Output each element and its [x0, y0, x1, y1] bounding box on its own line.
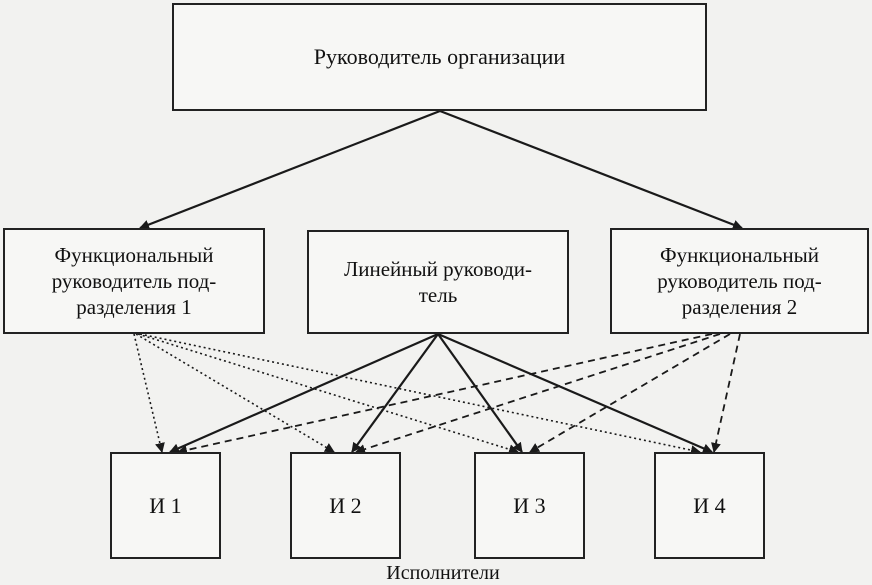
functional-manager-2-label: Функциональный руководитель под- разделе… [657, 242, 822, 320]
executor-3-label: И 3 [513, 492, 546, 518]
head-of-organization-label: Руководитель организации [313, 44, 566, 70]
arrow-head-to-functional-1 [139, 109, 441, 230]
functional-manager-1-label: Функциональный руководитель под- разделе… [51, 242, 217, 320]
arrow-functional-1-to-executor-4 [139, 333, 701, 456]
arrow-line-to-executor-1 [169, 332, 439, 454]
arrow-functional-2-to-executor-4 [711, 333, 741, 453]
arrow-functional-2-to-executor-1 [177, 333, 713, 455]
arrow-functional-1-to-executor-3 [137, 333, 519, 455]
functional-manager-1-box: Функциональный руководитель под- разделе… [3, 228, 265, 334]
arrow-line-to-executor-2 [351, 333, 439, 453]
arrow-functional-1-to-executor-2 [135, 333, 335, 453]
arrow-functional-2-to-executor-2 [355, 333, 721, 454]
functional-manager-2-box: Функциональный руководитель под- разделе… [610, 228, 869, 334]
executor-3-box: И 3 [474, 452, 585, 559]
arrow-functional-1-to-executor-1 [133, 333, 165, 453]
executor-4-box: И 4 [654, 452, 765, 559]
arrow-line-to-executor-4 [437, 332, 713, 454]
arrow-functional-2-to-executor-3 [529, 333, 731, 453]
arrow-head-to-functional-2 [439, 109, 743, 230]
arrow-line-to-executor-3 [437, 333, 523, 453]
head-of-organization-box: Руководитель организации [172, 3, 707, 111]
connectors [133, 109, 743, 456]
executor-2-label: И 2 [329, 492, 362, 518]
executors-caption: Исполнители [386, 562, 500, 584]
executor-1-label: И 1 [149, 492, 182, 518]
executor-1-box: И 1 [110, 452, 221, 559]
executor-4-label: И 4 [693, 492, 726, 518]
line-manager-label: Линейный руководи- тель [343, 256, 533, 307]
executor-2-box: И 2 [290, 452, 401, 559]
line-manager-box: Линейный руководи- тель [307, 230, 569, 334]
